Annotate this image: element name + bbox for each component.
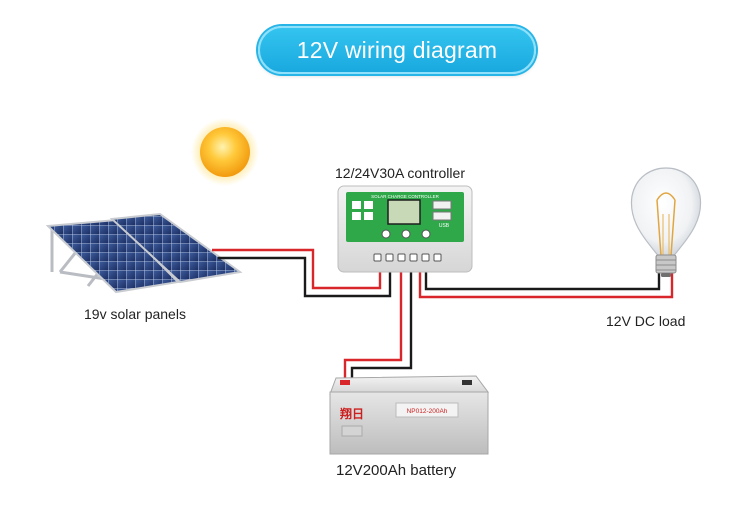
solar-panel-array bbox=[45, 212, 243, 294]
solar-panels-label: 19v solar panels bbox=[84, 306, 186, 322]
battery-label: 12V200Ah battery bbox=[336, 462, 457, 479]
light-bulb-icon bbox=[630, 167, 702, 277]
controller-lcd bbox=[387, 199, 421, 225]
battery-brand: 翔日 bbox=[339, 406, 364, 421]
wire-load-positive bbox=[418, 265, 674, 299]
wire-battery-negative bbox=[350, 265, 413, 380]
wire-panel-negative bbox=[218, 256, 392, 298]
timer-indicator-icon bbox=[352, 212, 361, 220]
controller-button bbox=[401, 229, 411, 239]
charge-controller: SOLAR CHARGE CONTROLLER USB bbox=[337, 185, 473, 273]
battery-model: NP012-200Ah bbox=[407, 408, 448, 415]
load-label: 12V DC load bbox=[606, 313, 686, 329]
controller-button bbox=[421, 229, 431, 239]
wire-panel-positive bbox=[212, 248, 382, 290]
usb-label: USB bbox=[439, 223, 450, 229]
sun-icon bbox=[191, 118, 259, 186]
controller-terminals bbox=[373, 253, 442, 262]
panel-indicator-icon bbox=[352, 201, 361, 209]
solar-panel-right bbox=[109, 212, 243, 284]
usb-port-icon bbox=[432, 211, 452, 221]
wire-battery-positive bbox=[343, 265, 403, 380]
controller-label: 12/24V30A controller bbox=[335, 165, 465, 181]
battery: 翔日 NP012-200Ah bbox=[329, 375, 489, 455]
wire-load-negative bbox=[424, 265, 661, 291]
solar-panel-left bbox=[45, 218, 181, 294]
battery-positive-terminal bbox=[340, 380, 350, 385]
usb-port-icon bbox=[432, 200, 452, 210]
controller-button bbox=[381, 229, 391, 239]
diagram-title: 12V wiring diagram bbox=[258, 26, 536, 74]
load-indicator-icon bbox=[364, 212, 373, 220]
battery-icon-strip bbox=[341, 425, 363, 437]
controller-header: SOLAR CHARGE CONTROLLER bbox=[371, 194, 440, 199]
wire-group bbox=[212, 248, 674, 380]
battery-indicator-icon bbox=[364, 201, 373, 209]
battery-negative-terminal bbox=[462, 380, 472, 385]
